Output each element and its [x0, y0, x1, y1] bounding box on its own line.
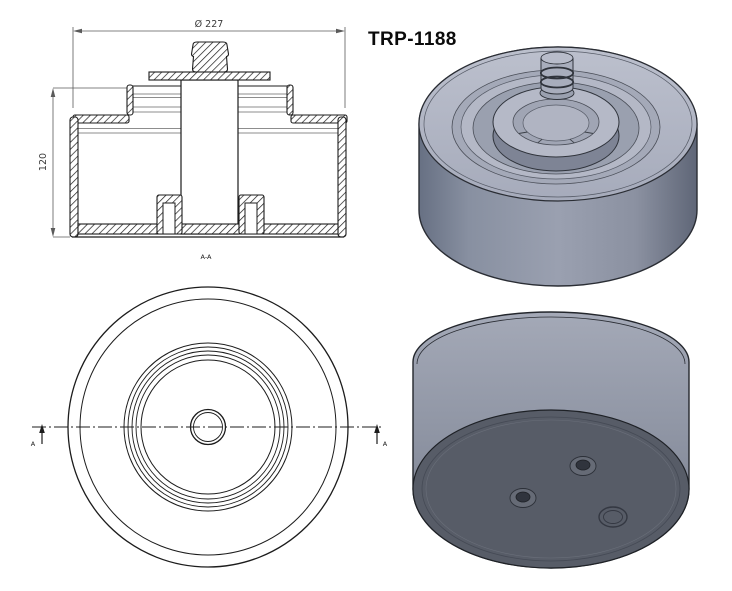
- cylinder-body-bottom-iso: [412, 311, 690, 569]
- step-wall-right: [290, 114, 348, 124]
- bottom-hole-1: [509, 488, 537, 508]
- section-arrow-right: A: [374, 424, 388, 448]
- bottom-band: [77, 223, 339, 235]
- render-bottom-isometric: [412, 311, 690, 569]
- outer-wall-left: [69, 116, 79, 238]
- step-wall-left: [72, 114, 130, 124]
- diameter-dimension-label: Ø 227: [195, 19, 224, 30]
- diameter-dimension: Ø 227: [72, 19, 346, 108]
- outer-wall-right: [337, 116, 347, 238]
- top-stem: [539, 51, 575, 100]
- shoulder-wall-right: [286, 84, 294, 116]
- section-view-drawing: Ø 227 120: [38, 19, 348, 261]
- section-label: A-A: [201, 253, 213, 261]
- shoulder-wall-left: [126, 84, 134, 116]
- boss-left-slot: [162, 202, 176, 235]
- section-arrow-left: A: [31, 424, 45, 448]
- bottom-recess-circle: [598, 506, 628, 528]
- interior-edge-lines: [78, 93, 338, 134]
- boss-right-slot: [244, 202, 258, 235]
- cylinder-body-top-iso: [418, 46, 698, 287]
- castellation-notches: [518, 131, 594, 144]
- top-knob: [190, 41, 230, 73]
- height-dimension-label: 120: [38, 153, 49, 171]
- top-plate: [148, 71, 271, 81]
- bottom-face: [412, 409, 690, 569]
- part-number-title: TRP-1188: [368, 29, 457, 50]
- section-arrow-left-label: A: [31, 440, 36, 448]
- central-column: [180, 79, 239, 235]
- height-dimension: 120: [38, 87, 127, 238]
- part-cross-section: [69, 41, 348, 238]
- bottom-hole-2: [569, 456, 597, 476]
- section-arrow-right-label: A: [383, 440, 388, 448]
- render-top-isometric: [418, 46, 698, 287]
- top-view-drawing: A A: [31, 286, 388, 568]
